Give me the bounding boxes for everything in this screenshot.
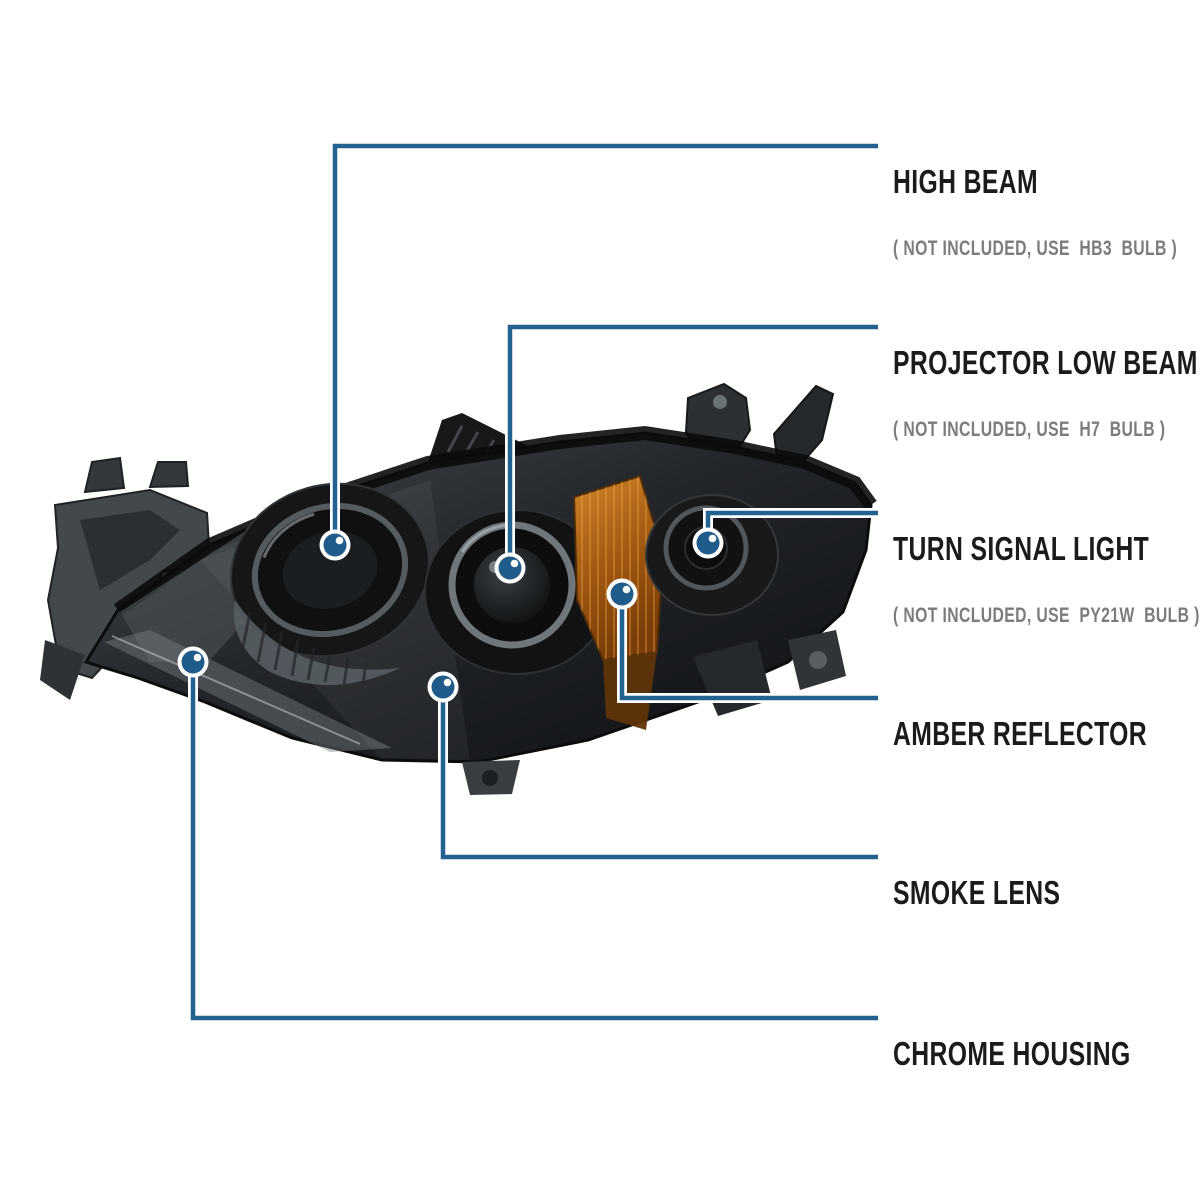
callout-line (507, 324, 878, 568)
callout-line (190, 662, 878, 1021)
callout-dot (498, 556, 522, 580)
callout-projector-low-beam: PROJECTOR LOW BEAM ( NOT INCLUDED, USE H… (893, 310, 1200, 477)
chrome-rib-detail (234, 600, 400, 686)
callout-line (440, 687, 878, 860)
callout-note: ( NOT INCLUDED, USE H7 BULB ) (893, 418, 1166, 441)
callout-title: PROJECTOR LOW BEAM (893, 344, 1198, 381)
callout-chrome-housing: CHROME HOUSING (893, 1001, 1200, 1107)
callout-dot-highlight (622, 585, 631, 594)
callout-dot (610, 582, 634, 606)
callout-layer (177, 141, 878, 1023)
amber-reflector-part (572, 474, 665, 730)
callout-title: CHROME HOUSING (893, 1035, 1131, 1072)
callout-dot (181, 650, 205, 674)
callout-line (332, 143, 878, 545)
callout-dot-highlight (443, 678, 452, 687)
callout-dot-highlight (193, 653, 202, 662)
callout-title: TURN SIGNAL LIGHT (893, 530, 1150, 567)
callout-dot-highlight (708, 534, 717, 543)
callout-dot (696, 531, 720, 555)
callout-note: ( NOT INCLUDED, USE HB3 BULB ) (893, 237, 1178, 260)
high-beam-reflector (230, 482, 430, 658)
callout-dot (431, 675, 455, 699)
callout-title: SMOKE LENS (893, 874, 1061, 911)
callout-dot-highlight (335, 536, 344, 545)
callout-dot-highlight (510, 559, 519, 568)
lower-mounting-tabs (462, 630, 846, 795)
callout-line (619, 594, 878, 701)
callout-note: ( NOT INCLUDED, USE PY21W BULB ) (893, 604, 1200, 627)
callout-amber-reflector: AMBER REFLECTOR (893, 681, 1200, 787)
callout-dot (323, 533, 347, 557)
callout-turn-signal-light: TURN SIGNAL LIGHT ( NOT INCLUDED, USE PY… (893, 496, 1200, 663)
mounting-bracket-left (40, 456, 212, 700)
callout-title: AMBER REFLECTOR (893, 715, 1148, 752)
callout-smoke-lens: SMOKE LENS (893, 840, 1116, 946)
callout-high-beam: HIGH BEAM ( NOT INCLUDED, USE HB3 BULB ) (893, 129, 1200, 296)
callout-title: HIGH BEAM (893, 163, 1039, 200)
